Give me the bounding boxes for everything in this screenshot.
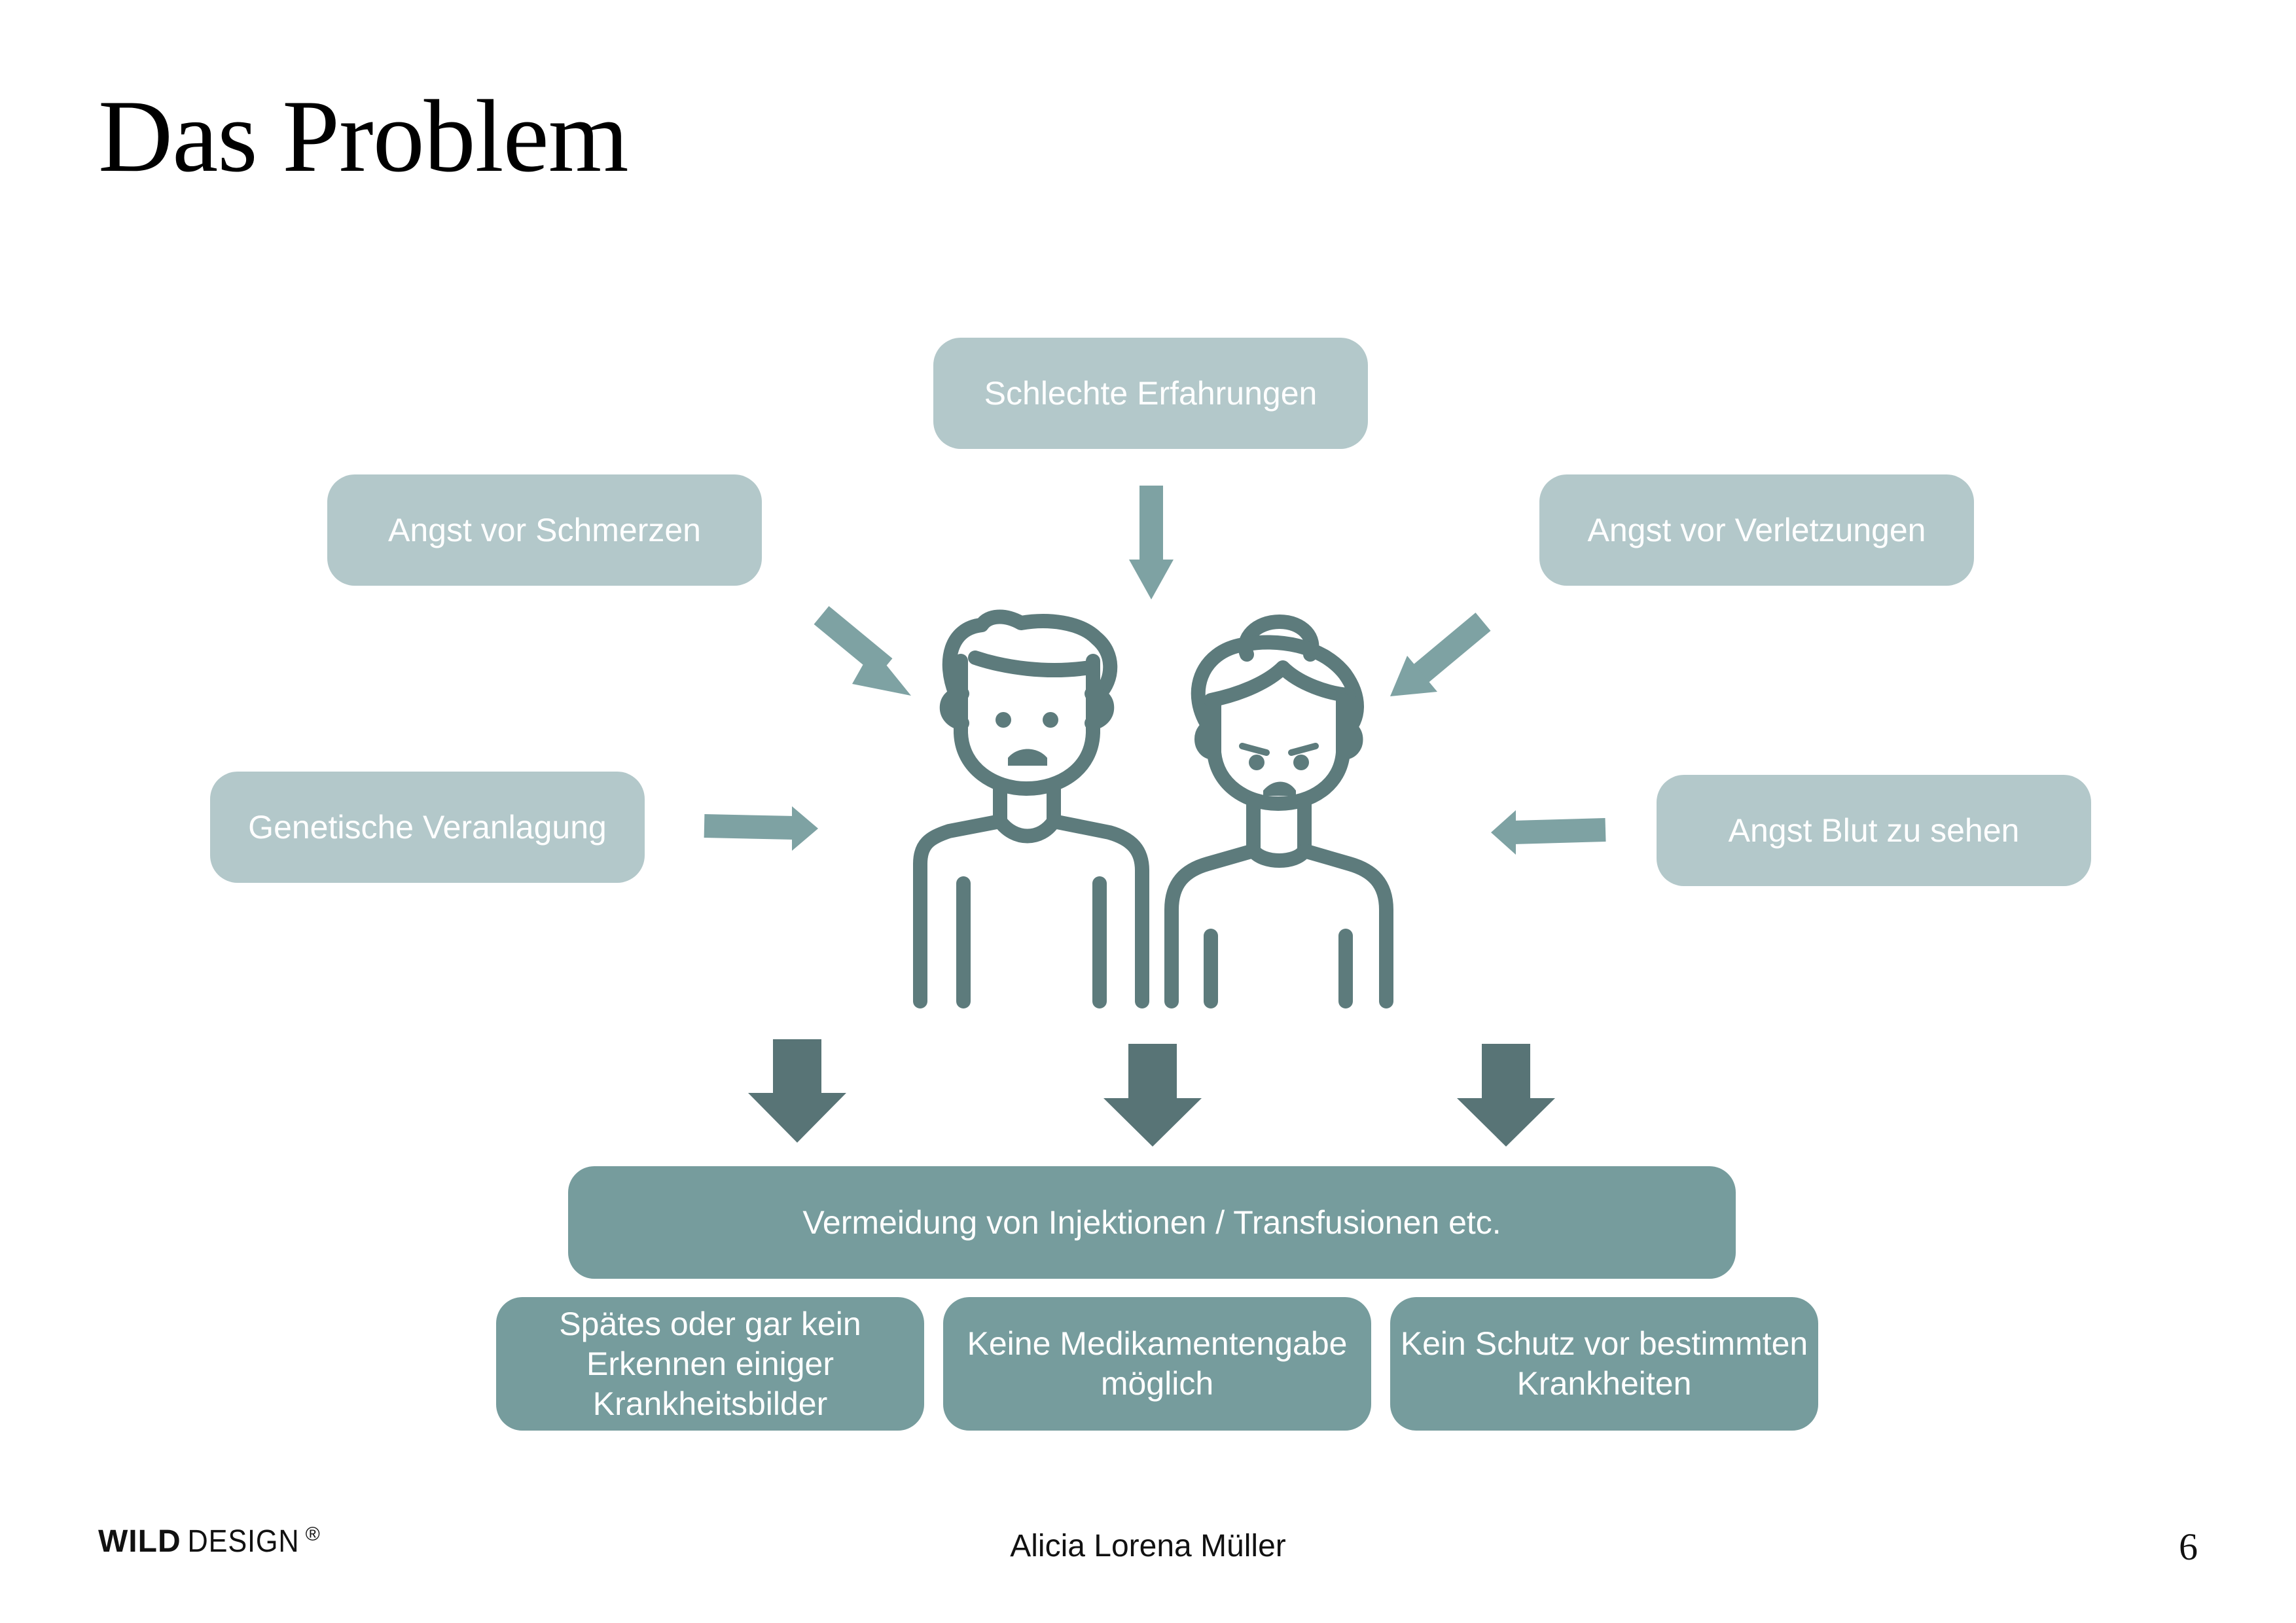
cause-box-lower-right: Angst Blut zu sehen [1657, 775, 2091, 886]
consequence-box-1: Spätes oder gar kein Erkennen einiger Kr… [496, 1297, 924, 1431]
consequence-box-3: Kein Schutz vor bestimmten Krankheiten [1390, 1297, 1818, 1431]
cause-box-top: Schlechte Erfahrungen [933, 338, 1368, 449]
arrow-icon-down-right [1457, 1044, 1555, 1147]
page-number: 6 [2179, 1525, 2198, 1568]
logo-light-text: DESIGN [187, 1524, 300, 1559]
consequence-box-2: Keine Medikamentengabe möglich [943, 1297, 1371, 1431]
footer-author: Alicia Lorena Müller [1010, 1529, 1286, 1563]
page-title: Das Problem [98, 79, 629, 194]
people-icon [913, 609, 1393, 1008]
result-box: Vermeidung von Injektionen / Transfusion… [568, 1166, 1736, 1279]
logo-bold-text: WILD [98, 1524, 181, 1559]
arrow-icon-upper-right [1390, 613, 1491, 696]
cause-box-upper-right: Angst vor Verletzungen [1539, 474, 1974, 586]
arrow-icon-down-left [748, 1039, 846, 1143]
cause-box-upper-left: Angst vor Schmerzen [327, 474, 762, 586]
arrow-icon-down-center [1103, 1044, 1202, 1147]
registered-mark: ® [305, 1524, 321, 1545]
woman-icon [1164, 615, 1393, 1008]
arrow-icon-upper-left [814, 606, 911, 696]
cause-box-lower-left: Genetische Veranlagung [210, 772, 645, 883]
face-features [996, 712, 1319, 796]
arrow-icon-lower-right [1491, 810, 1606, 855]
arrow-icon-lower-left [704, 806, 818, 851]
man-icon [913, 609, 1149, 1008]
arrow-icon-top [1129, 486, 1174, 599]
